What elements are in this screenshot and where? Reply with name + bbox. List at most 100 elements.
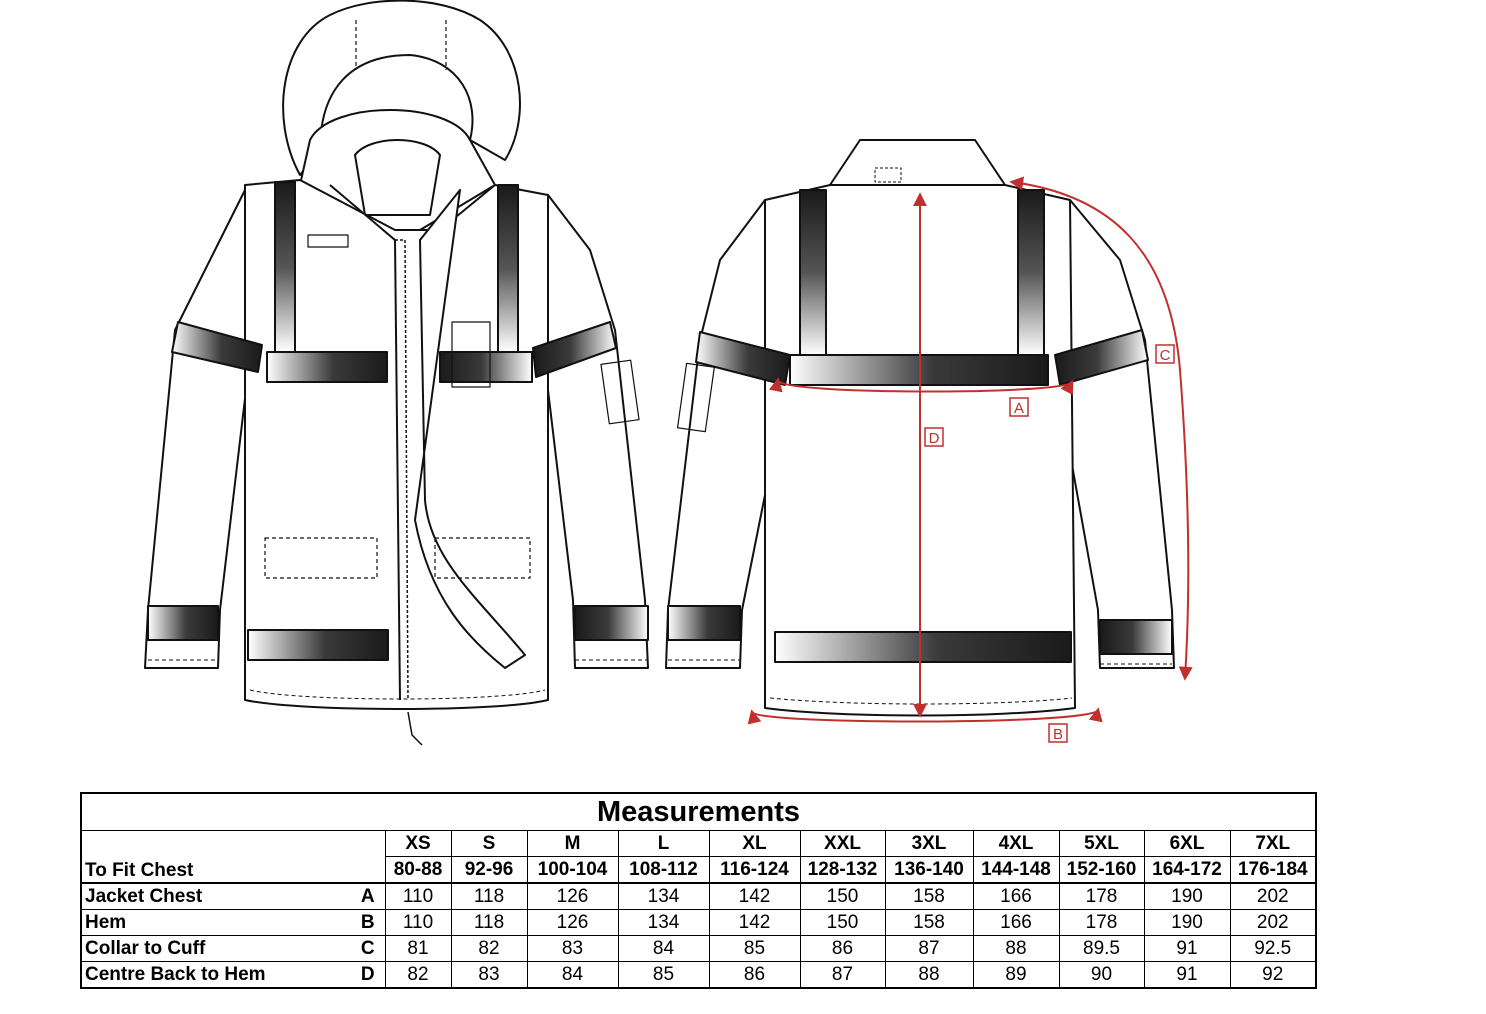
cell-value: 87 bbox=[884, 935, 974, 962]
size-header: 6XL bbox=[1143, 830, 1231, 857]
marker-b: B bbox=[1048, 723, 1068, 743]
back-collar-outline bbox=[829, 139, 1006, 186]
size-header: 7XL bbox=[1229, 830, 1317, 857]
to-fit-chest-label: To Fit Chest bbox=[80, 830, 386, 884]
right-sleeve-outline bbox=[547, 194, 649, 669]
hood-outline bbox=[282, 0, 521, 176]
table-row: Hem B 110 118 126 134 142 150 158 166 17… bbox=[80, 909, 1317, 936]
cell-value: 83 bbox=[450, 961, 528, 989]
cell-value: 126 bbox=[526, 909, 619, 936]
chest-range: 108-112 bbox=[617, 856, 710, 884]
jacket-technical-drawing: A B C D bbox=[144, 0, 1193, 746]
jacket-front-view bbox=[144, 0, 649, 746]
cell-value: 178 bbox=[1058, 882, 1145, 910]
cell-value: 90 bbox=[1058, 961, 1145, 989]
marker-c-label: C bbox=[1160, 347, 1171, 364]
size-header: 5XL bbox=[1058, 830, 1145, 857]
cell-value: 110 bbox=[384, 882, 452, 910]
cell-value: 81 bbox=[384, 935, 452, 962]
marker-a-label: A bbox=[1014, 400, 1024, 417]
chest-range: 136-140 bbox=[884, 856, 974, 884]
cell-value: 89 bbox=[972, 961, 1060, 989]
measurements-table: Measurements To Fit Chest XS S M L XL XX… bbox=[80, 792, 1317, 989]
chest-range: 116-124 bbox=[708, 856, 801, 884]
row-key: C bbox=[351, 935, 386, 962]
measurement-markers: A B C D bbox=[924, 344, 1175, 743]
size-header: XL bbox=[708, 830, 801, 857]
chest-range: 92-96 bbox=[450, 856, 528, 884]
cell-value: 118 bbox=[450, 882, 528, 910]
cell-value: 150 bbox=[799, 882, 886, 910]
cell-value: 85 bbox=[617, 961, 710, 989]
cell-value: 91 bbox=[1143, 935, 1231, 962]
cell-value: 142 bbox=[708, 909, 801, 936]
table-row: Centre Back to Hem D 82 83 84 85 86 87 8… bbox=[80, 961, 1317, 989]
chest-range: 100-104 bbox=[526, 856, 619, 884]
size-header: S bbox=[450, 830, 528, 857]
cell-value: 82 bbox=[384, 961, 452, 989]
cell-value: 84 bbox=[526, 961, 619, 989]
row-label: Jacket Chest bbox=[80, 882, 351, 910]
cell-value: 85 bbox=[708, 935, 801, 962]
cell-value: 92 bbox=[1229, 961, 1317, 989]
chest-range: 164-172 bbox=[1143, 856, 1231, 884]
cell-value: 190 bbox=[1143, 882, 1231, 910]
marker-d: D bbox=[924, 427, 944, 447]
cell-value: 202 bbox=[1229, 882, 1317, 910]
chest-range: 80-88 bbox=[384, 856, 452, 884]
table-row: Jacket Chest A 110 118 126 134 142 150 1… bbox=[80, 882, 1317, 910]
cell-value: 126 bbox=[526, 882, 619, 910]
cell-value: 86 bbox=[708, 961, 801, 989]
cell-value: 158 bbox=[884, 909, 974, 936]
cell-value: 158 bbox=[884, 882, 974, 910]
left-sleeve-outline bbox=[144, 189, 247, 669]
size-header: XS bbox=[384, 830, 452, 857]
cell-value: 83 bbox=[526, 935, 619, 962]
row-label: Centre Back to Hem bbox=[80, 961, 351, 989]
cell-value: 118 bbox=[450, 909, 528, 936]
row-key: A bbox=[351, 882, 386, 910]
size-header: M bbox=[526, 830, 619, 857]
cell-value: 134 bbox=[617, 882, 710, 910]
cell-value: 166 bbox=[972, 909, 1060, 936]
cell-value: 150 bbox=[799, 909, 886, 936]
chest-range: 128-132 bbox=[799, 856, 886, 884]
marker-d-label: D bbox=[929, 430, 940, 447]
cell-value: 86 bbox=[799, 935, 886, 962]
measure-c-line bbox=[1009, 176, 1193, 681]
cell-value: 166 bbox=[972, 882, 1060, 910]
chest-range: 176-184 bbox=[1229, 856, 1317, 884]
cell-value: 89.5 bbox=[1058, 935, 1145, 962]
row-label: Collar to Cuff bbox=[80, 935, 351, 962]
cell-value: 87 bbox=[799, 961, 886, 989]
cell-value: 110 bbox=[384, 909, 452, 936]
size-header: 4XL bbox=[972, 830, 1060, 857]
row-key: B bbox=[351, 909, 386, 936]
cell-value: 91 bbox=[1143, 961, 1231, 989]
chest-range: 144-148 bbox=[972, 856, 1060, 884]
cell-value: 178 bbox=[1058, 909, 1145, 936]
row-key: D bbox=[351, 961, 386, 989]
cell-value: 88 bbox=[972, 935, 1060, 962]
marker-b-label: B bbox=[1053, 726, 1063, 743]
cell-value: 92.5 bbox=[1229, 935, 1317, 962]
cell-value: 202 bbox=[1229, 909, 1317, 936]
cell-value: 82 bbox=[450, 935, 528, 962]
size-header: 3XL bbox=[884, 830, 974, 857]
cell-value: 88 bbox=[884, 961, 974, 989]
table-row: Collar to Cuff C 81 82 83 84 85 86 87 88… bbox=[80, 935, 1317, 962]
cell-value: 84 bbox=[617, 935, 710, 962]
marker-c: C bbox=[1155, 344, 1175, 364]
marker-a: A bbox=[1009, 397, 1029, 417]
measurement-lines bbox=[748, 176, 1193, 725]
cell-value: 134 bbox=[617, 909, 710, 936]
chest-range-row: 80-88 92-96 100-104 108-112 116-124 128-… bbox=[81, 856, 1317, 884]
cell-value: 190 bbox=[1143, 909, 1231, 936]
table-title: Measurements bbox=[80, 792, 1317, 831]
row-label: Hem bbox=[80, 909, 351, 936]
size-header: L bbox=[617, 830, 710, 857]
size-header-row: To Fit Chest XS S M L XL XXL 3XL 4XL 5XL… bbox=[80, 830, 1317, 884]
measure-b-line bbox=[748, 707, 1103, 725]
cell-value: 142 bbox=[708, 882, 801, 910]
size-header: XXL bbox=[799, 830, 886, 857]
